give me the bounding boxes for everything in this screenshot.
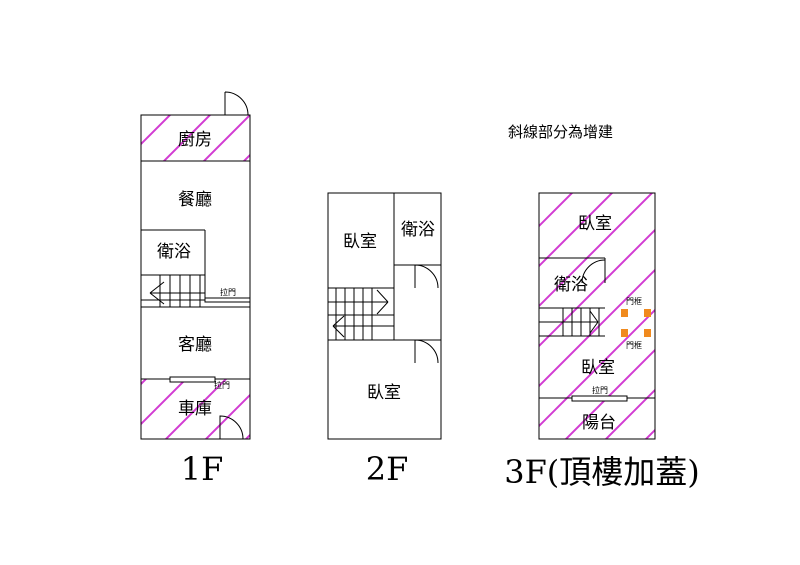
hatch-line — [141, 379, 188, 426]
hatch-line — [0, 0, 525, 565]
hatch-line — [0, 0, 565, 565]
room-bath-3f: 衛浴 — [554, 275, 588, 295]
hatch-line — [0, 0, 325, 565]
extension-note: 斜線部分為增建 — [508, 123, 613, 141]
room-garage: 車庫 — [178, 399, 212, 419]
floor-2-plan: 臥室 衛浴 臥室 2F — [327, 192, 442, 488]
floor-2-title: 2F — [366, 450, 409, 488]
floor-1-sliding-door-1: 拉門 — [204, 287, 251, 303]
sliding-door-label-1: 拉門 — [220, 287, 236, 297]
door-frame-markers: 門框 門框 — [621, 296, 651, 350]
hatch-line — [141, 115, 172, 146]
garage-door-swing — [219, 415, 244, 440]
door-frame-label-top: 門框 — [626, 296, 642, 306]
floor-2-stairs — [328, 287, 394, 340]
door-frame-marker — [644, 309, 651, 317]
hatch-line — [0, 0, 485, 565]
floor-2-outline — [327, 192, 442, 440]
floor-1-outline — [140, 114, 251, 440]
hatch-line — [720, 0, 800, 565]
room-bedroom-2f-bottom: 臥室 — [367, 383, 401, 403]
hatch-line — [0, 0, 205, 565]
hatch-line — [0, 0, 165, 565]
hatch-line — [720, 0, 800, 565]
hatch-line — [0, 0, 325, 565]
hatch-line — [760, 0, 800, 565]
room-bedroom-3f-main: 臥室 — [581, 358, 615, 378]
floor-3-title: 3F(頂樓加蓋) — [504, 453, 700, 491]
floor-1-stairs — [141, 274, 205, 307]
hatch-line — [539, 228, 655, 348]
hatch-line — [539, 268, 655, 388]
door-frame-marker — [621, 329, 628, 337]
hatch-line — [760, 0, 800, 565]
hatch-line — [162, 115, 212, 161]
door-frame-label-bottom: 門框 — [626, 340, 642, 350]
sliding-door-label-3f: 拉門 — [592, 385, 608, 395]
door-frame-marker — [621, 309, 628, 317]
room-bath-2f: 衛浴 — [401, 220, 435, 240]
hatch-line — [720, 0, 800, 565]
room-balcony: 陽台 — [582, 413, 616, 433]
room-dining: 餐廳 — [178, 190, 212, 210]
hatch-line — [539, 193, 654, 308]
hatch-line — [0, 0, 165, 565]
room-living: 客廳 — [178, 335, 212, 355]
bedroom-2f-door-swing — [414, 339, 439, 364]
bath-3f-door-swing — [581, 259, 606, 284]
hatch-line — [0, 0, 525, 565]
hatch-line — [0, 0, 565, 565]
hatch-line — [0, 0, 485, 565]
hatch-line — [760, 0, 800, 565]
hatch-line — [0, 0, 205, 565]
hatch-line — [0, 0, 485, 565]
hatch-line — [0, 0, 285, 565]
kitchen-door-swing — [224, 91, 249, 116]
room-bath-1f: 衛浴 — [157, 242, 191, 262]
bath-2f-door-swing — [414, 264, 439, 289]
room-bedroom-2f-top: 臥室 — [343, 232, 377, 252]
floor-3-stairs — [539, 307, 605, 337]
floor-1-sliding-door-2: 拉門 — [169, 376, 230, 390]
hatch-line — [141, 379, 148, 386]
hatch-line — [0, 0, 285, 565]
hatch-line — [0, 0, 165, 565]
floor-3-outline — [538, 192, 656, 440]
door-frame-marker — [644, 329, 651, 337]
hatch-line — [0, 0, 205, 565]
room-bedroom-3f-top: 臥室 — [578, 214, 612, 234]
floor-1-title: 1F — [181, 450, 224, 488]
room-kitchen: 廚房 — [178, 129, 212, 150]
floor-3-sliding-door: 拉門 — [571, 385, 628, 402]
sliding-door-label-2: 拉門 — [214, 380, 230, 390]
